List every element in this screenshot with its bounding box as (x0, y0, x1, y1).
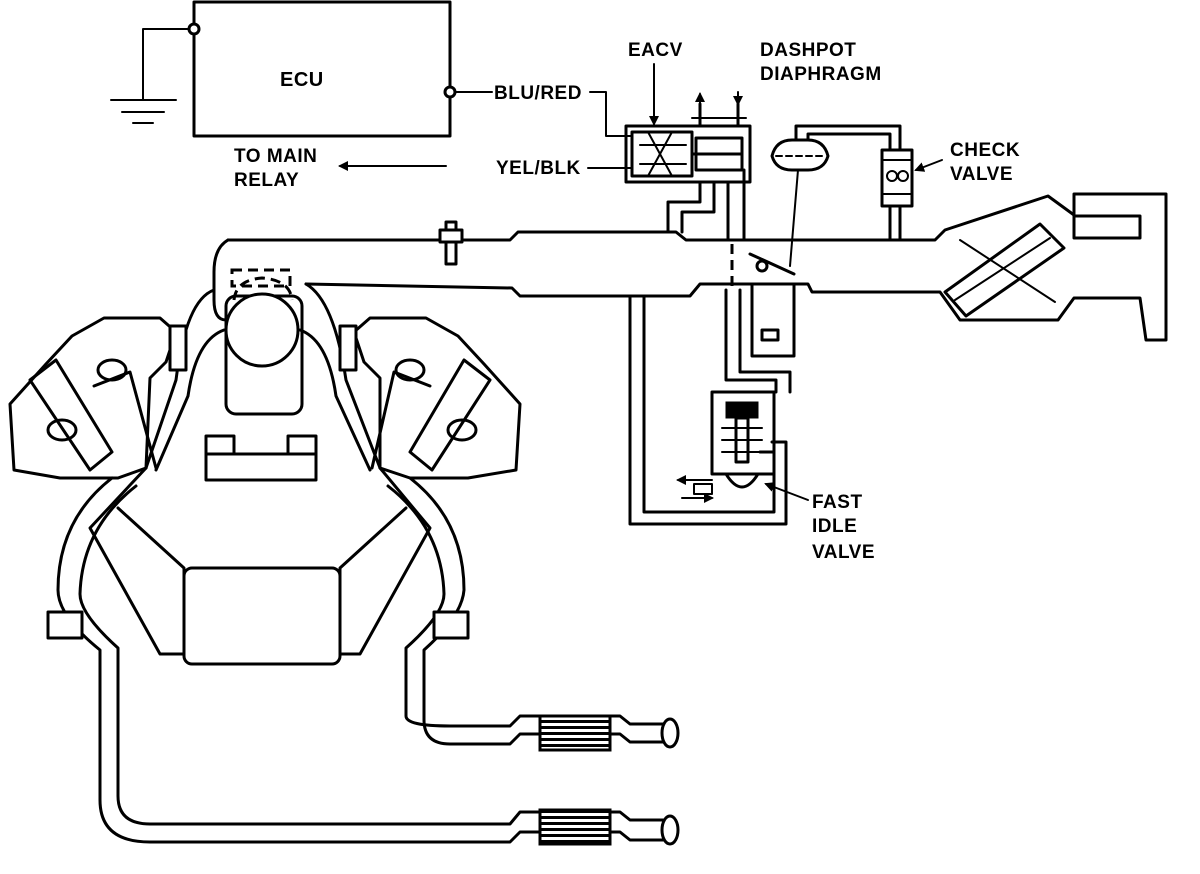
ground-symbol-icon (110, 99, 177, 124)
ecu-ground-terminal (187, 22, 201, 36)
ecu-label: ECU (280, 69, 324, 91)
blu-red-label: BLU/RED (494, 83, 582, 104)
to-main-label-line2: RELAY (234, 170, 299, 191)
labels: BLU/RED YEL/BLK TO MAIN RELAY EACV DASHP… (234, 40, 1020, 563)
ecu-box (192, 0, 452, 138)
eacv-valve (624, 63, 752, 184)
right-o2-sensor (432, 610, 470, 640)
fast-idle-valve (628, 282, 809, 526)
air-cleaner-element (943, 222, 1066, 318)
to-main-label-line1: TO MAIN (234, 146, 317, 167)
right-injector (338, 324, 358, 372)
fast-idle-label-line1: FAST (812, 492, 863, 513)
exhaust-system (46, 476, 680, 846)
check-valve (880, 148, 943, 242)
fast-idle-label-line2: IDLE (812, 516, 857, 537)
check-valve-pointer-arrow (914, 159, 943, 172)
blu-red-wire (589, 91, 633, 137)
check-valve-label-line2: VALVE (950, 164, 1013, 185)
engine (8, 238, 522, 666)
left-o2-sensor (46, 610, 84, 640)
lower-catalytic-converter (538, 808, 612, 846)
fast-idle-pointer-arrow (764, 482, 809, 501)
intake-temp-sensor (438, 220, 464, 266)
dashpot-diaphragm (770, 124, 902, 267)
left-injector (168, 324, 188, 372)
fast-idle-label-line3: VALVE (812, 542, 875, 563)
check-valve-label-line1: CHECK (950, 140, 1020, 161)
eacv-air-passages (666, 168, 746, 242)
left-cylinder-head (8, 316, 178, 480)
ground-wire (142, 28, 190, 101)
throttle-valve (730, 244, 796, 290)
yel-blk-label: YEL/BLK (496, 158, 581, 179)
ecu-blu-red-terminal (443, 85, 457, 99)
ecu-group: ECU (110, 0, 633, 171)
dashpot-label-line2: DIAPHRAGM (760, 64, 882, 85)
upper-catalytic-converter (538, 714, 612, 752)
eacv-label: EACV (628, 40, 683, 61)
dashpot-label-line1: DASHPOT (760, 40, 856, 61)
right-cylinder-head (352, 316, 522, 480)
